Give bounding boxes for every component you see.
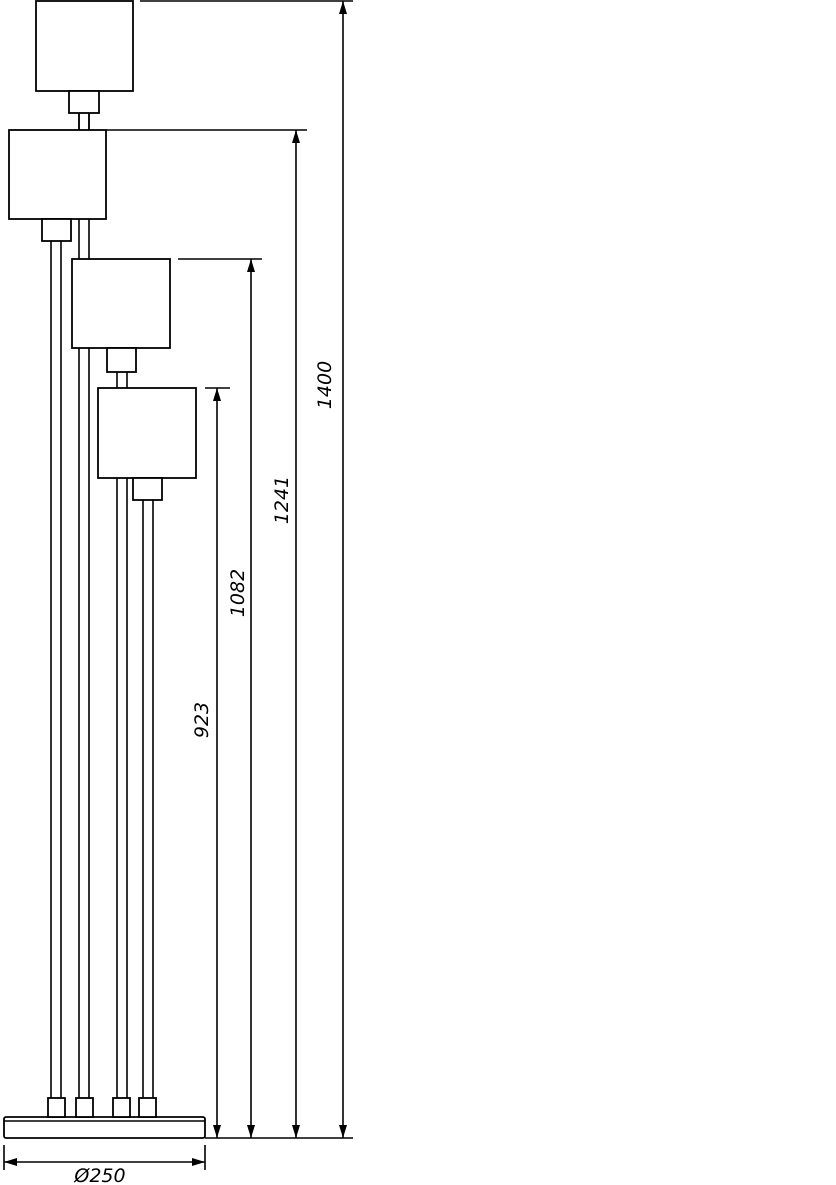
dimension-lines (3, 0, 353, 1170)
rod-4 (142, 500, 154, 1098)
rod-feet (47, 1097, 157, 1118)
lamp-shade-1 (97, 387, 197, 501)
lamp-base (3, 1116, 206, 1139)
lamp-shade-3 (8, 129, 107, 242)
dimension-label-base-diameter: Ø250 (73, 1165, 125, 1185)
dimension-label-923: 923 (191, 702, 213, 738)
rod-3 (116, 372, 128, 1098)
rod-1 (50, 240, 62, 1098)
dimension-label-1400: 1400 (314, 361, 336, 409)
dimension-label-1241: 1241 (271, 476, 293, 524)
dimension-label-1082: 1082 (227, 569, 249, 617)
lamp-shade-2 (71, 258, 171, 373)
lamp-shade-4 (35, 0, 134, 130)
